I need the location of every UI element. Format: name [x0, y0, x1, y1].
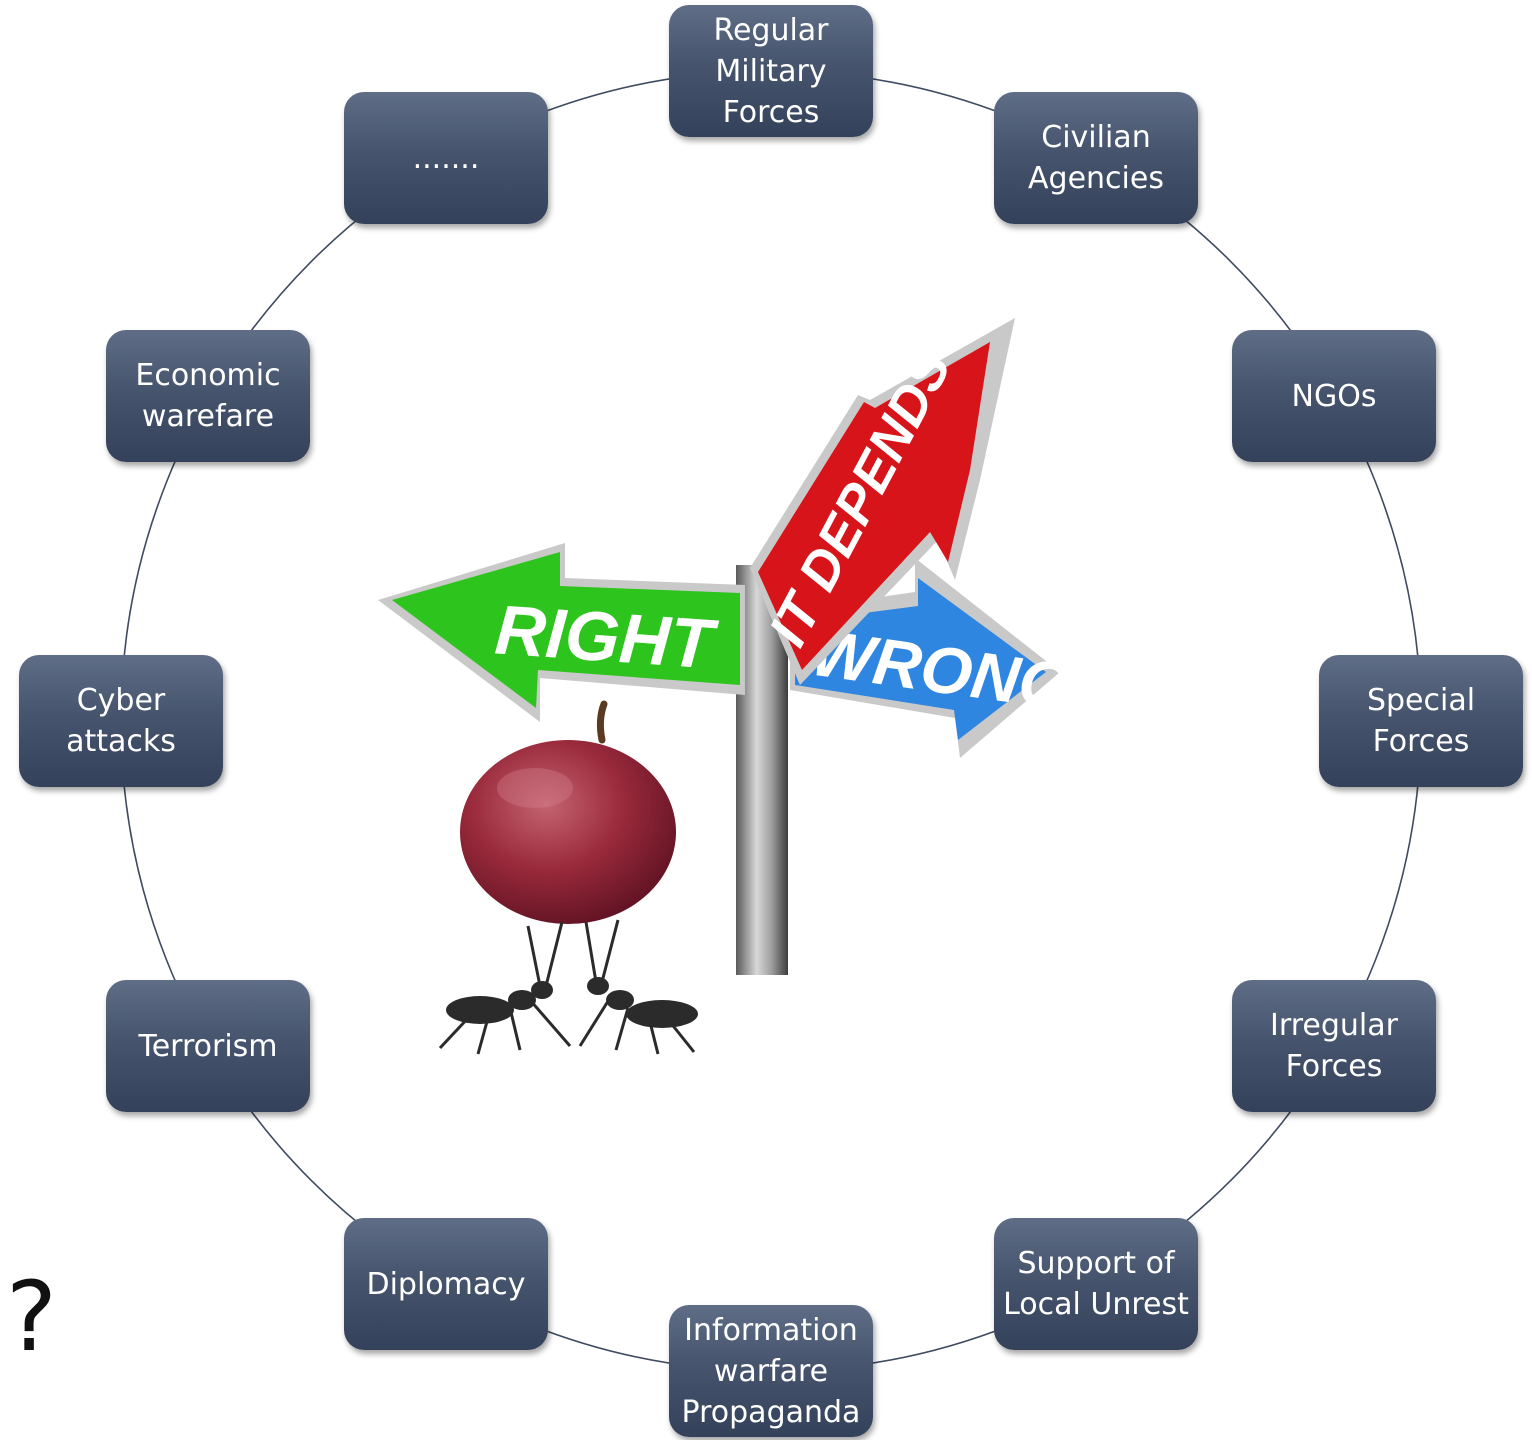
node-civilian-agencies: Civilian Agencies [994, 92, 1198, 224]
node-label: Special Forces [1366, 683, 1476, 759]
node-label: Regular Military Forces [713, 12, 829, 130]
node-label: Economic warefare [135, 358, 281, 434]
node-terrorism: Terrorism [106, 980, 310, 1112]
apple-with-ants [438, 700, 698, 1055]
signpost-illustration: RIGHT WRONG IT DEPENDS [378, 318, 1070, 1055]
node-label: Irregular Forces [1270, 1008, 1398, 1084]
sign-right-arrow: RIGHT [378, 543, 745, 722]
node-label: Civilian Agencies [1028, 120, 1164, 196]
node-label: Cyber attacks [66, 683, 176, 759]
node-economic-warfare: Economic warefare [106, 330, 310, 462]
node-diplomacy: Diplomacy [344, 1218, 548, 1350]
node-support-local-unrest: Support of Local Unrest [994, 1218, 1198, 1350]
sign-right-label: RIGHT [493, 590, 721, 683]
node-regular-military-forces: Regular Military Forces [669, 5, 873, 137]
question-mark-text: ? [6, 1261, 57, 1373]
node-special-forces: Special Forces [1319, 655, 1523, 787]
node-cyber-attacks: Cyber attacks [19, 655, 223, 787]
node-irregular-forces: Irregular Forces [1232, 980, 1436, 1112]
node-information-warfare: Information warfare Propaganda [669, 1305, 873, 1437]
node-label: Information warfare Propaganda [681, 1312, 861, 1430]
node-ellipsis: ....... [344, 92, 548, 224]
node-label: NGOs [1291, 378, 1377, 414]
node-label: Diplomacy [366, 1266, 526, 1302]
node-ngos: NGOs [1232, 330, 1436, 462]
node-label: ....... [412, 140, 480, 176]
node-label: Support of Local Unrest [1003, 1246, 1189, 1322]
sign-it-depends-arrow: IT DEPENDS [750, 318, 1015, 685]
node-label: Terrorism [138, 1028, 278, 1064]
